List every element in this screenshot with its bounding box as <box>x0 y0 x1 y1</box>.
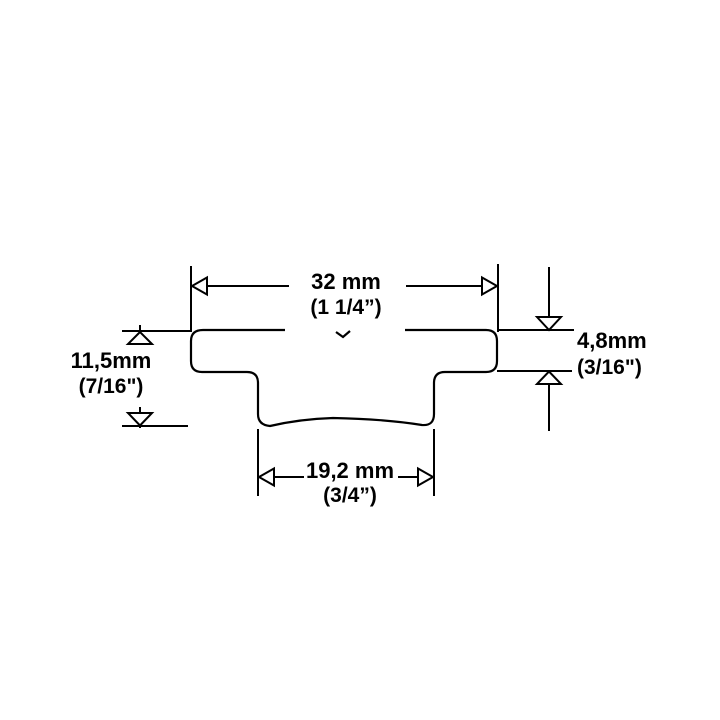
arrowhead-up-icon <box>534 370 564 385</box>
arrowhead-left-small-icon <box>256 466 275 488</box>
dim-total-height-group <box>122 325 191 428</box>
arrowhead-left-icon <box>189 275 208 297</box>
arrowhead-up-small-icon <box>125 330 155 345</box>
arrowhead-down-small-icon <box>125 412 155 427</box>
profile-outline <box>189 328 499 428</box>
flange-thickness-imperial-label: (3/16") <box>577 356 642 379</box>
slot-width-imperial-label: (3/4”) <box>323 484 377 507</box>
dim-flange-thickness-group <box>497 267 574 431</box>
center-break-mark-icon <box>335 330 351 339</box>
dim-slot-width-group <box>256 429 436 496</box>
total-height-metric-label: 11,5mm <box>70 348 152 373</box>
arrowhead-right-small-icon <box>417 466 436 488</box>
dim-top-width-group <box>189 264 500 332</box>
total-height-imperial-label: (7/16") <box>78 375 144 398</box>
profile-outline-group <box>189 328 499 428</box>
top-width-metric-label: 32 mm <box>311 269 381 294</box>
arrowhead-right-icon <box>481 275 500 297</box>
flange-thickness-metric-label: 4,8mm <box>577 328 647 353</box>
arrowhead-down-icon <box>534 316 564 332</box>
slot-width-metric-label: 19,2 mm <box>305 458 395 483</box>
top-width-imperial-label: (1 1/4”) <box>310 296 382 319</box>
